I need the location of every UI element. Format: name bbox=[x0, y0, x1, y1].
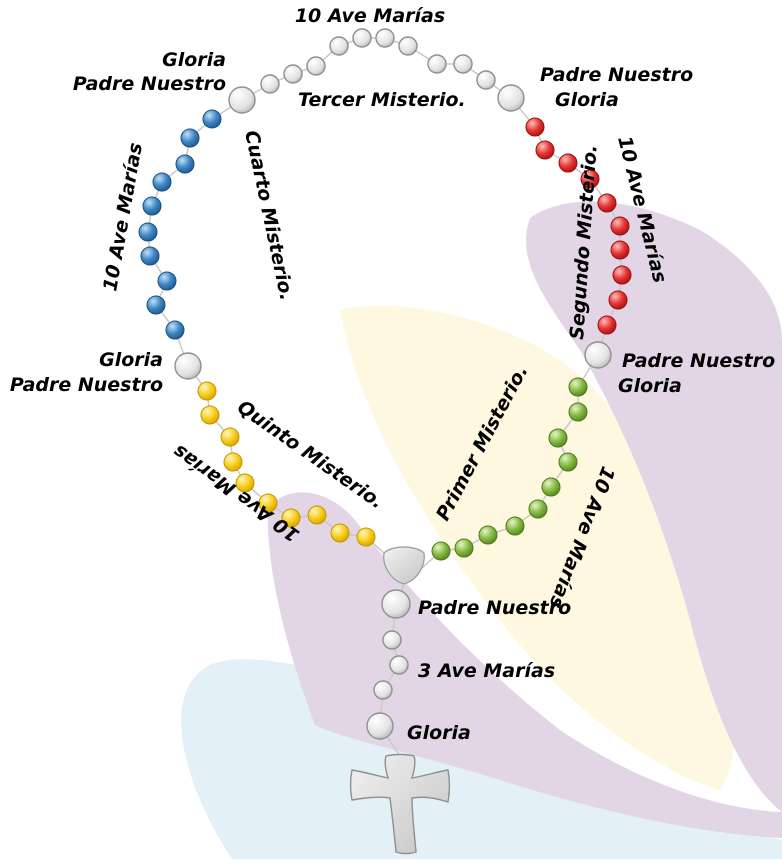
bead-top-ave bbox=[329, 36, 349, 56]
bead-top-ave bbox=[375, 28, 395, 48]
stem-ave-label: 3 Ave Marías bbox=[418, 660, 555, 682]
bead-red bbox=[610, 240, 630, 260]
bead-yellow bbox=[356, 527, 376, 547]
bead-red bbox=[535, 140, 555, 160]
bead-padre-nuestro-mid-left bbox=[174, 352, 202, 380]
bead-green bbox=[505, 516, 525, 536]
mid-left-gloria-label: Gloria bbox=[99, 349, 163, 371]
bead-blue bbox=[157, 271, 177, 291]
bead-red bbox=[608, 290, 628, 310]
top-right-gloria-label: Gloria bbox=[555, 89, 619, 111]
bead-red bbox=[525, 117, 545, 137]
bead-yellow bbox=[223, 452, 243, 472]
bead-blue bbox=[152, 172, 172, 192]
bead-padre-nuestro-stem bbox=[381, 589, 411, 619]
bead-yellow bbox=[220, 427, 240, 447]
bead-yellow bbox=[307, 505, 327, 525]
bead-layer bbox=[138, 28, 632, 740]
bead-blue bbox=[180, 128, 200, 148]
bead-blue bbox=[146, 295, 166, 315]
bead-green bbox=[528, 499, 548, 519]
bead-red bbox=[580, 169, 600, 189]
bead-blue bbox=[142, 196, 162, 216]
bead-green bbox=[431, 541, 451, 561]
bead-green bbox=[568, 377, 588, 397]
stem-padre-label: Padre Nuestro bbox=[418, 597, 571, 619]
bead-green bbox=[568, 402, 588, 422]
bead-padre-nuestro-mid-right bbox=[584, 341, 612, 369]
stem-gloria-label: Gloria bbox=[407, 722, 471, 744]
cross-icon bbox=[349, 753, 451, 855]
tercer-misterio-label: Tercer Misterio. bbox=[298, 89, 466, 111]
bead-yellow bbox=[197, 381, 217, 401]
bead-red bbox=[610, 216, 630, 236]
cuarto-misterio-label: Cuarto Misterio. bbox=[240, 128, 298, 302]
bead-red bbox=[597, 193, 617, 213]
bead-top-ave bbox=[398, 36, 418, 56]
top-right-padre-label: Padre Nuestro bbox=[540, 64, 693, 86]
top-left-padre-label: Padre Nuestro bbox=[73, 73, 226, 95]
bead-yellow bbox=[235, 473, 255, 493]
bead-green bbox=[558, 452, 578, 472]
band-yellow bbox=[340, 305, 735, 790]
mid-right-padre-label: Padre Nuestro bbox=[622, 350, 775, 372]
bead-red bbox=[612, 265, 632, 285]
bead-gloria-stem bbox=[366, 712, 394, 740]
mid-right-gloria-label: Gloria bbox=[618, 375, 682, 397]
mid-left-padre-label: Padre Nuestro bbox=[10, 374, 163, 396]
bead-top-ave bbox=[306, 56, 326, 76]
bead-yellow bbox=[200, 405, 220, 425]
bead-top-ave bbox=[352, 28, 372, 48]
bead-yellow bbox=[281, 508, 301, 528]
bead-top-ave bbox=[260, 74, 280, 94]
bead-stem-ave bbox=[373, 680, 393, 700]
bead-yellow bbox=[330, 523, 350, 543]
bead-red bbox=[597, 315, 617, 335]
top-ave-label: 10 Ave Marías bbox=[295, 5, 445, 27]
bead-top-ave bbox=[453, 54, 473, 74]
bead-green bbox=[454, 538, 474, 558]
medal-icon bbox=[383, 546, 425, 585]
bead-green bbox=[541, 477, 561, 497]
bead-blue bbox=[165, 320, 185, 340]
bead-stem-ave bbox=[382, 630, 402, 650]
bead-stem-ave bbox=[389, 655, 409, 675]
bead-green bbox=[478, 525, 498, 545]
bead-blue bbox=[140, 246, 160, 266]
bead-top-ave bbox=[476, 70, 496, 90]
bead-padre-nuestro-top-right bbox=[497, 84, 525, 112]
bead-green bbox=[548, 428, 568, 448]
bead-yellow bbox=[258, 493, 278, 513]
left-ave-label: 10 Ave Marías bbox=[99, 141, 147, 293]
bead-top-ave bbox=[427, 54, 447, 74]
bead-blue bbox=[202, 109, 222, 129]
bead-top-ave bbox=[283, 64, 303, 84]
bead-padre-nuestro-top-left bbox=[228, 86, 256, 114]
bead-blue bbox=[138, 222, 158, 242]
bead-red bbox=[558, 153, 578, 173]
top-left-gloria-label: Gloria bbox=[162, 49, 226, 71]
bead-blue bbox=[175, 154, 195, 174]
